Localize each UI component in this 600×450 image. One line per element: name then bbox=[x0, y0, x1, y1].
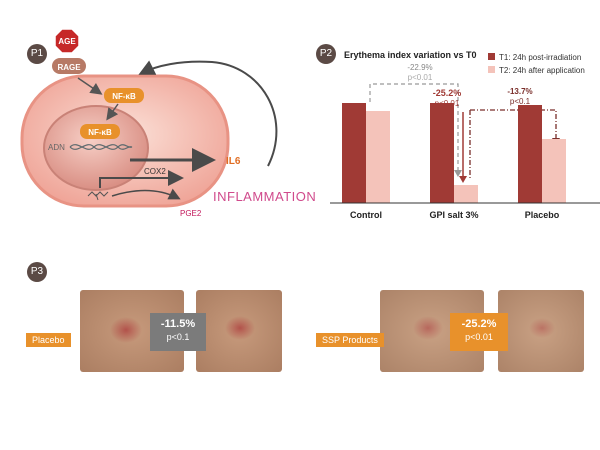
age-octagon bbox=[54, 28, 80, 54]
arrow-rage-nfkb bbox=[77, 77, 103, 95]
bar-t1-2 bbox=[518, 105, 542, 203]
adn-label: ADN bbox=[48, 143, 65, 152]
bar-t2-0 bbox=[366, 111, 390, 203]
panel-badge-p3: P3 bbox=[27, 262, 47, 282]
rage-receptor bbox=[52, 58, 86, 74]
panel-badge-p2: P2 bbox=[316, 44, 336, 64]
arrow-nfkb-nucleus bbox=[106, 103, 119, 121]
bar-t1-0 bbox=[342, 103, 366, 203]
annotation-a1-arrowhead bbox=[454, 170, 462, 177]
age-label: AGE bbox=[58, 37, 76, 46]
bar-t1-1 bbox=[430, 103, 454, 203]
annotation-a3-arrow bbox=[470, 109, 557, 140]
ssp-stat-p: p<0.01 bbox=[465, 332, 493, 342]
placebo-stat-pct: -11.5% bbox=[160, 318, 196, 330]
placebo-stat-p: p<0.1 bbox=[166, 332, 190, 342]
cox2-label: COX2 bbox=[144, 167, 166, 176]
ssp-stat-pct: -25.2% bbox=[461, 318, 497, 330]
dna-helix-icon bbox=[69, 144, 133, 150]
annotation-a1-pct: -22.9% bbox=[407, 63, 432, 72]
ssp-stat-box: -25.2% p<0.01 bbox=[450, 313, 508, 351]
category-label-gpi: GPI salt 3% bbox=[429, 210, 478, 220]
erythema-bar-chart: Erythema index variation vs T0 T1: 24h p… bbox=[330, 50, 600, 220]
rage-label: RAGE bbox=[57, 63, 81, 72]
inflammation-label: INFLAMMATION bbox=[213, 189, 316, 204]
il6-label: IL6 bbox=[226, 156, 241, 167]
annotation-a2-arrowhead bbox=[459, 176, 467, 183]
nfkb-cytoplasm bbox=[104, 88, 144, 103]
annotation-a3-p: p<0.1 bbox=[510, 97, 531, 106]
category-label-control: Control bbox=[350, 210, 382, 220]
annotation-a1-p: p<0.01 bbox=[408, 73, 433, 82]
nfkb-nucleus bbox=[80, 124, 120, 139]
pge2-label: PGE2 bbox=[180, 209, 202, 218]
chart-title: Erythema index variation vs T0 bbox=[344, 50, 477, 60]
feedback-loop-arrow bbox=[138, 60, 278, 167]
placebo-stat-box: -11.5% p<0.1 bbox=[150, 313, 206, 351]
ssp-label: SSP Products bbox=[316, 333, 384, 347]
arrow-pge2 bbox=[111, 188, 181, 200]
nfkb-nucleus-label: NF-κB bbox=[88, 128, 112, 137]
bar-t2-1 bbox=[454, 185, 478, 203]
legend-swatch-t2 bbox=[488, 66, 495, 73]
arrow-cox2 bbox=[99, 170, 184, 188]
annotation-a2-pct: -25.2% bbox=[433, 88, 462, 98]
skin-photo-placebo-after bbox=[196, 290, 282, 372]
category-label-placebo: Placebo bbox=[525, 210, 560, 220]
legend-swatch-t1 bbox=[488, 53, 495, 60]
lipid-molecule-icon bbox=[87, 191, 109, 201]
placebo-label: Placebo bbox=[26, 333, 71, 347]
annotation-a1-arrow bbox=[369, 83, 459, 172]
nfkb-top-label: NF-κB bbox=[112, 92, 136, 101]
panel-badge-p1: P1 bbox=[27, 44, 47, 64]
legend-label-t1: T1: 24h post-irradiation bbox=[499, 53, 581, 62]
skin-photo-ssp-after bbox=[498, 290, 584, 372]
bar-t2-2 bbox=[542, 139, 566, 203]
pathway-diagram: AGE RAGE NF-κB NF-κB ADN IL6 COX2 PGE2 I… bbox=[20, 28, 316, 218]
annotation-a3-pct: -13.7% bbox=[507, 87, 532, 96]
legend-label-t2: T2: 24h after application bbox=[499, 66, 585, 75]
